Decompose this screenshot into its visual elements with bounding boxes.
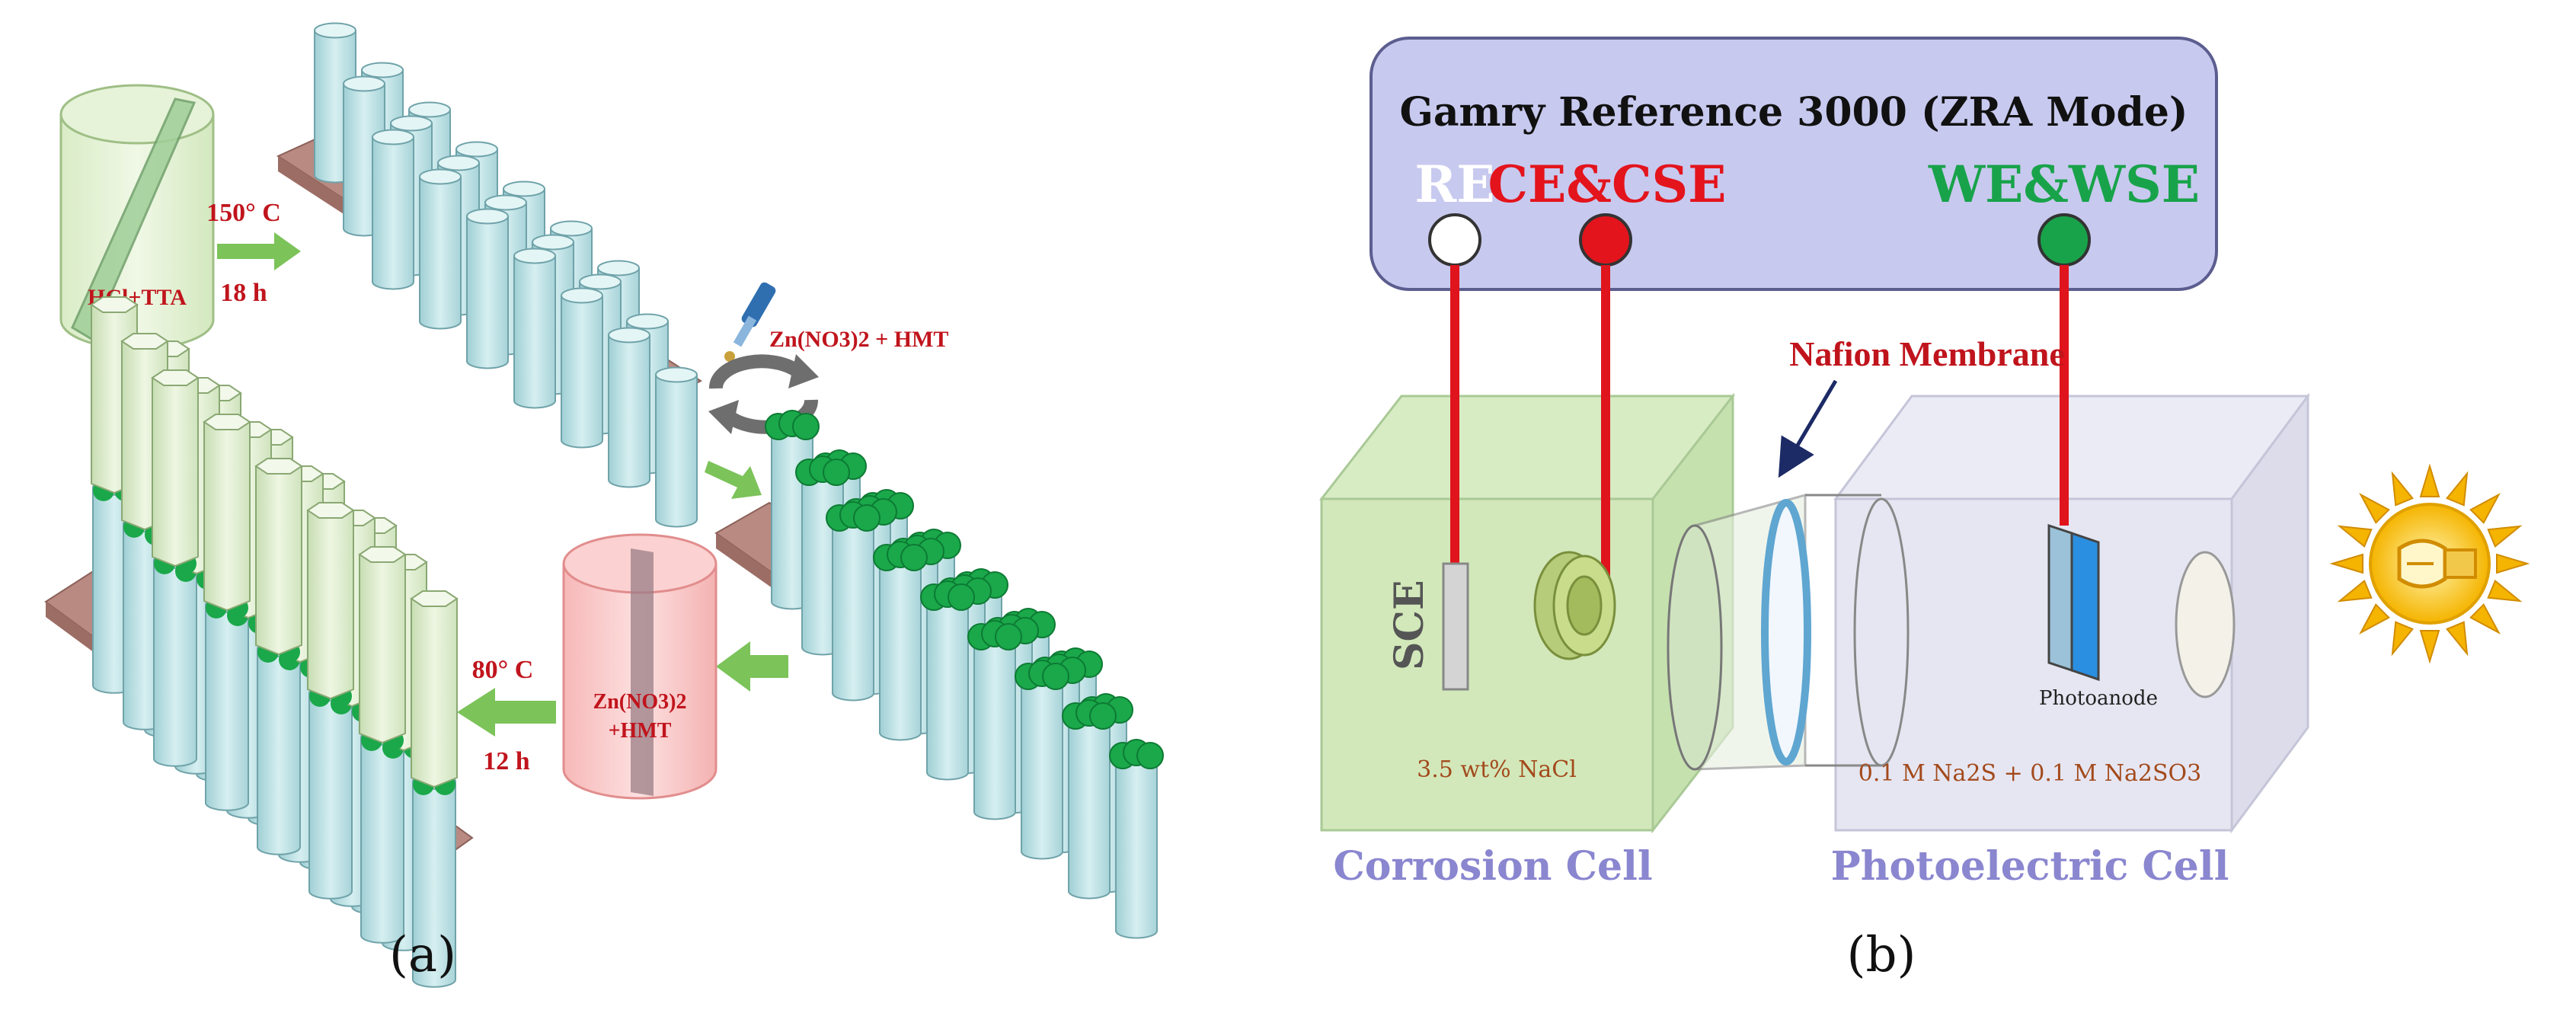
nanorod xyxy=(1115,747,1158,939)
sce-label: SCE xyxy=(1386,580,1433,670)
hexagonal-rod xyxy=(203,414,251,612)
nanorod xyxy=(205,596,249,811)
we-terminal xyxy=(2037,213,2091,267)
nanoparticle xyxy=(823,459,850,486)
temperature-label: 80° C xyxy=(472,656,534,684)
quartz-window xyxy=(2175,551,2236,698)
nanoparticle xyxy=(1089,702,1117,730)
ce-terminal xyxy=(1579,213,1632,267)
temperature-label: 150° C xyxy=(206,199,281,227)
panel-a: HCl+TTA 150° C 18 h Zn(NO3)2 + HMT xyxy=(44,22,1164,988)
sun-ray xyxy=(2359,493,2390,524)
instrument-title: Gamry Reference 3000 (ZRA Mode) xyxy=(1399,89,2188,136)
nanorod xyxy=(308,685,353,900)
solution-label-line2: +HMT xyxy=(609,719,672,743)
nanoparticle xyxy=(1042,663,1069,690)
nanorod xyxy=(153,552,197,767)
hexagonal-rod xyxy=(410,590,459,788)
time-label: 12 h xyxy=(483,747,530,775)
ce-cse-label: CE&CSE xyxy=(1488,155,1727,214)
nanoparticle xyxy=(853,504,881,532)
nanoparticle xyxy=(995,623,1022,650)
sun-ray xyxy=(2487,579,2523,602)
nanorod xyxy=(561,287,603,449)
nanoparticle xyxy=(1136,742,1164,769)
nanorod xyxy=(513,248,556,409)
pointer-arrow-icon xyxy=(1778,379,1838,478)
sun-ray xyxy=(2359,603,2390,634)
beaker-zn-hmt: Zn(NO3)2 +HMT xyxy=(562,533,718,800)
re-label: RE xyxy=(1414,155,1494,214)
connecting-tube xyxy=(1667,494,1811,771)
photoanode-label: Photoanode xyxy=(2039,687,2158,710)
nanorod xyxy=(372,129,414,290)
nanorod xyxy=(1068,708,1111,900)
growth-solution-label: Zn(NO3)2 + HMT xyxy=(769,327,948,352)
hexagonal-rod xyxy=(358,546,407,744)
photoelectric-cell xyxy=(1805,392,2310,834)
sun-ray xyxy=(2445,621,2469,657)
nanorod xyxy=(655,366,698,528)
process-arrow-icon xyxy=(217,232,301,270)
caption-b: (b) xyxy=(1847,927,1916,983)
we-wse-label: WE&WSE xyxy=(1928,155,2200,214)
hexagonal-rod xyxy=(254,458,303,656)
counter-electrode xyxy=(1533,551,1616,660)
hexagonal-rod xyxy=(306,502,355,700)
photoelectric-cell-label: Photoelectric Cell xyxy=(1831,843,2229,890)
dropper-icon xyxy=(724,282,776,362)
light-source-icon xyxy=(2329,463,2530,664)
time-label: 18 h xyxy=(220,279,267,307)
nanorod xyxy=(419,168,462,330)
photoanode xyxy=(2047,523,2100,682)
sun-ray xyxy=(2329,553,2363,574)
nanorod-array xyxy=(276,22,702,528)
nafion-membrane xyxy=(1761,499,1811,765)
nanoparticle xyxy=(792,413,820,440)
nanorod xyxy=(360,729,404,944)
sun-ray xyxy=(2419,463,2440,497)
re-terminal xyxy=(1428,213,1481,267)
nanorod xyxy=(257,641,301,855)
nanorod xyxy=(879,549,922,741)
nanoparticle xyxy=(900,544,928,571)
solution-label-line1: Zn(NO3)2 xyxy=(593,690,687,714)
nanorod xyxy=(1021,668,1063,860)
hexagonal-rod xyxy=(151,369,200,567)
nanorod xyxy=(608,327,650,488)
heterostructure-array xyxy=(44,296,474,988)
nanorod xyxy=(466,208,509,369)
sun-ray xyxy=(2445,471,2469,507)
sun-ray xyxy=(2496,553,2530,574)
process-arrow-icon xyxy=(705,461,762,499)
nanorod xyxy=(926,589,969,781)
sce-electrode xyxy=(1442,562,1469,691)
corrosion-electrolyte: 3.5 wt% NaCl xyxy=(1417,756,1577,783)
sun-ray xyxy=(2469,493,2501,524)
sun-ray xyxy=(2391,471,2415,507)
corrosion-cell-label: Corrosion Cell xyxy=(1333,843,1652,890)
sun-ray xyxy=(2337,579,2373,602)
sun-ray xyxy=(2391,621,2415,657)
sun-ray xyxy=(2419,630,2440,664)
nafion-label: Nafion Membrane xyxy=(1789,334,2065,373)
instrument-box xyxy=(1369,37,2218,291)
sun-ray xyxy=(2337,525,2373,548)
panel-b: Gamry Reference 3000 (ZRA Mode) RE CE&CS… xyxy=(1318,37,2530,983)
nanorod xyxy=(973,628,1016,820)
nanorod xyxy=(832,510,874,702)
photo-electrolyte: 0.1 M Na2S + 0.1 M Na2SO3 xyxy=(1858,760,2201,787)
sun-ray xyxy=(2469,603,2501,634)
process-arrow-icon xyxy=(457,688,556,737)
sun-ray xyxy=(2487,525,2523,548)
process-arrow-icon xyxy=(716,641,788,692)
seeded-nanorod-array xyxy=(714,410,1164,939)
caption-a: (a) xyxy=(389,927,456,983)
nanoparticle xyxy=(948,583,975,611)
beaker-hcl-tta: HCl+TTA xyxy=(59,84,215,350)
